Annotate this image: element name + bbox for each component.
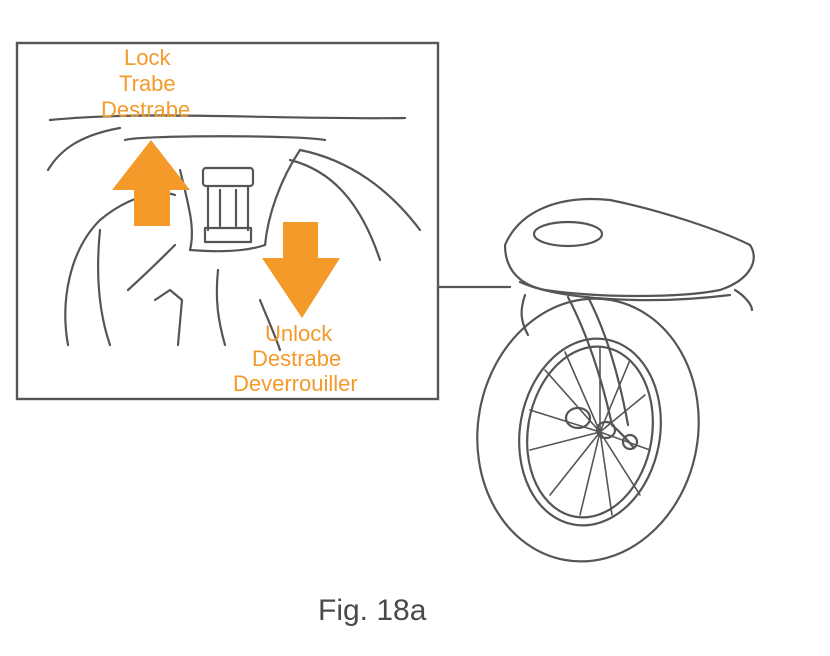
unlock-label-en: Unlock [265, 321, 333, 346]
inset-top-edge [48, 114, 407, 122]
wheel-hub-right [595, 420, 617, 440]
frame-hole [532, 220, 604, 248]
wheel-axle-nut [621, 433, 639, 451]
inset-diag-2 [153, 288, 184, 347]
inset-left-panel [97, 228, 112, 347]
wheel-hub-left [564, 406, 592, 430]
latch-housing-right [263, 148, 302, 247]
inset-right-curve-2 [298, 148, 422, 232]
detail-inset [15, 41, 440, 401]
wheel-rim [518, 337, 662, 527]
lock-label-es: Trabe [119, 71, 176, 96]
unlock-label-es: Destrabe [252, 346, 342, 371]
fork-dropout [610, 423, 636, 450]
inset-right-curve [288, 158, 382, 262]
lock-label-en: Lock [124, 45, 171, 70]
inset-frame [15, 41, 440, 401]
frame-edge [518, 280, 732, 302]
wheel-spokes [529, 347, 651, 516]
unlock-label-fr: Deverrouiller [233, 371, 358, 396]
latch-top [201, 166, 255, 188]
lock-label-pt: Destrabe [101, 97, 191, 122]
latch-base [203, 226, 253, 244]
down-arrow-icon [262, 222, 340, 318]
inset-right-panel [258, 298, 282, 352]
frame-right-edge [733, 288, 754, 312]
inset-housing [123, 135, 327, 142]
wheel-tire-outer [476, 297, 700, 563]
figure-caption: Fig. 18a [318, 594, 427, 627]
fork-back [520, 293, 530, 337]
fork-right [586, 295, 630, 427]
up-arrow-icon [112, 140, 190, 226]
latch-inner [218, 188, 238, 228]
fork-left [566, 295, 614, 427]
stroller-drawing [436, 198, 755, 563]
latch-housing-bottom [188, 243, 267, 253]
inset-diag-1 [126, 243, 177, 292]
latch-body [206, 184, 250, 232]
frame-footrest [503, 198, 755, 298]
wheel-rim-inner [526, 345, 654, 519]
inset-left-curve [46, 126, 122, 172]
inset-center-panel [215, 268, 227, 347]
